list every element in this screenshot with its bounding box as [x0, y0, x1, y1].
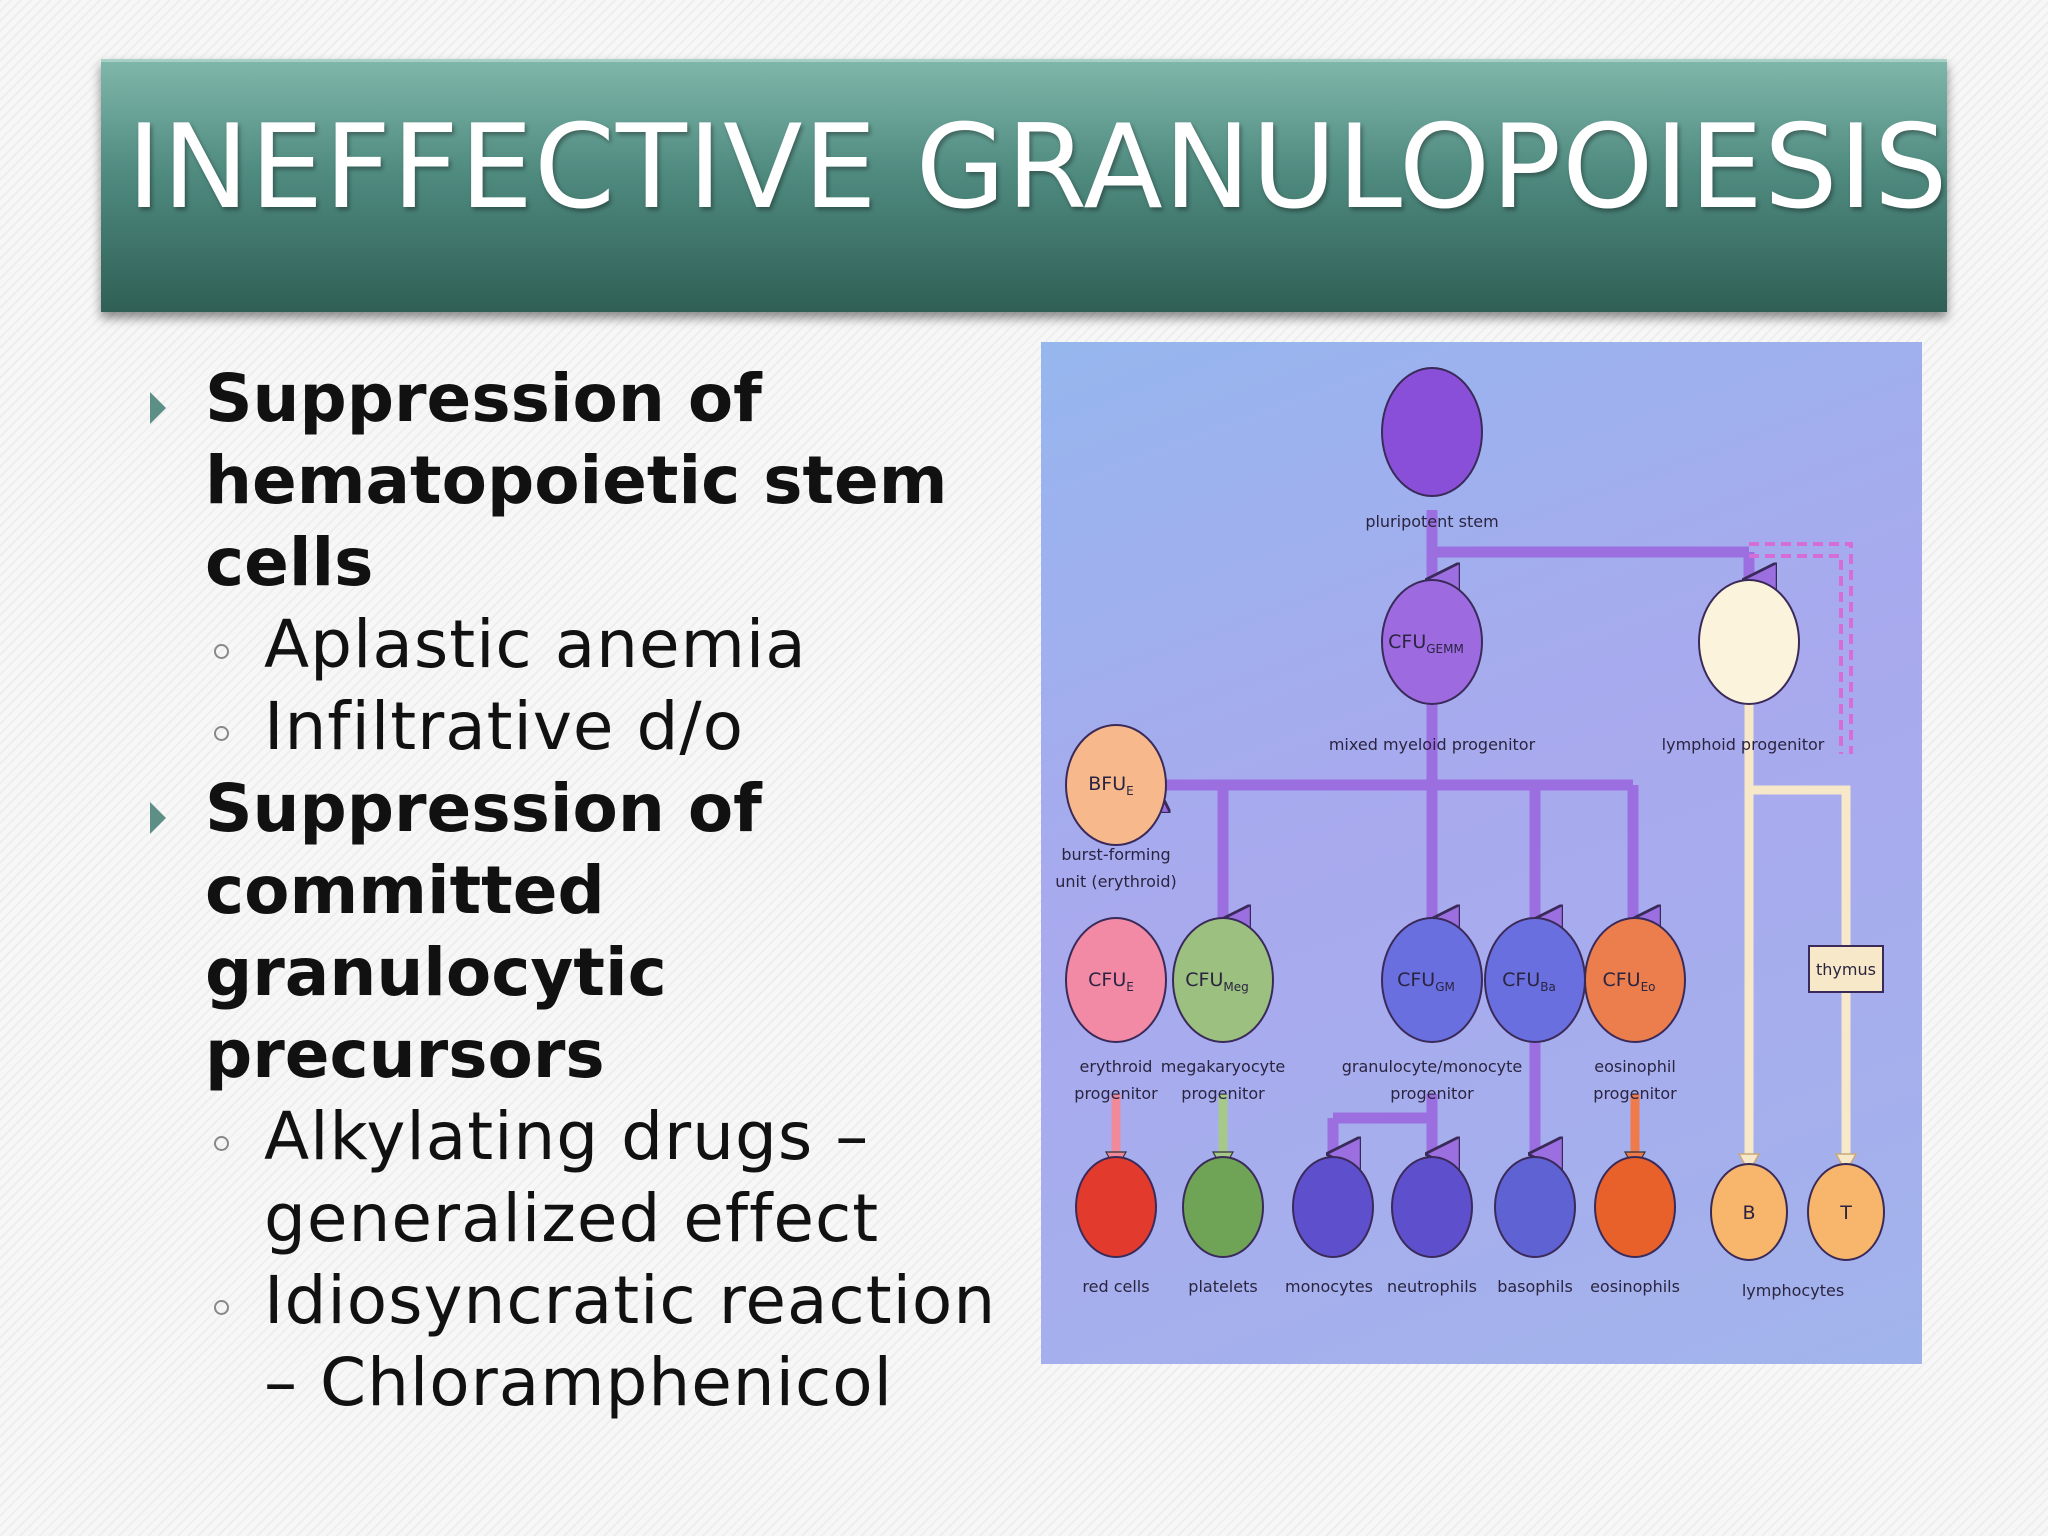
slide-title: INEFFECTIVE GRANULOPOIESIS: [127, 100, 1949, 235]
cfu-eo-caption: eosinophil: [1594, 1057, 1676, 1076]
cfu-meg-caption: progenitor: [1181, 1084, 1265, 1103]
neutrophil-cell: [1391, 1156, 1473, 1258]
cfu-e-cell: [1065, 917, 1167, 1043]
eosinophil-cell: [1594, 1156, 1676, 1258]
connector-lines: [1141, 510, 1749, 1154]
bullet-text: Suppression of hematopoietic stem cells: [205, 360, 948, 601]
cfu-gemm-caption: mixed myeloid progenitor: [1329, 735, 1536, 754]
bfu-e-caption: burst-forming: [1061, 845, 1170, 864]
basophils-caption: basophils: [1497, 1277, 1573, 1296]
sub-bullet-item: Alkylating drugs – generalized effect: [148, 1096, 1028, 1260]
pluripotent-stem-cell: [1381, 367, 1483, 497]
title-bar: INEFFECTIVE GRANULOPOIESIS: [101, 59, 1947, 312]
hematopoiesis-diagram: pluripotent stem CFUGEMM mixed myeloid p…: [1041, 342, 1922, 1364]
bullet-arrow-icon: [150, 802, 166, 834]
cfu-eo-cell: [1584, 917, 1686, 1043]
bfu-e-cell: [1065, 724, 1167, 846]
sub-bullet-text: Idiosyncratic reaction – Chloramphenicol: [264, 1262, 997, 1421]
sub-bullet-circle-icon: [214, 1300, 229, 1315]
cfu-e-label: CFUE: [1088, 969, 1134, 994]
platelet-cell: [1182, 1156, 1264, 1258]
lymphoid-caption: lymphoid progenitor: [1662, 735, 1825, 754]
neutrophils-caption: neutrophils: [1387, 1277, 1477, 1296]
sub-bullet-text: Aplastic anemia: [264, 606, 807, 683]
cfu-meg-cell: [1172, 917, 1274, 1043]
dashed-line: [1749, 554, 1843, 754]
sub-bullet-circle-icon: [214, 1136, 229, 1151]
sub-bullet-text: Alkylating drugs – generalized effect: [264, 1098, 880, 1257]
sub-bullet-text: Infiltrative d/o: [264, 688, 745, 765]
cfu-ba-label: CFUBa: [1502, 969, 1556, 994]
bullet-list: Suppression of hematopoietic stem cells …: [148, 358, 1028, 1424]
thymus-label: thymus: [1816, 960, 1876, 979]
dashed-connector: [1749, 542, 1853, 754]
monocyte-cell: [1292, 1156, 1374, 1258]
bfu-e-caption: unit (erythroid): [1055, 872, 1177, 891]
lymphoid-connectors: [1744, 684, 1851, 1157]
b-cell-label: B: [1742, 1202, 1755, 1224]
connector-line: [1749, 785, 1851, 946]
eosinophils-caption: eosinophils: [1590, 1277, 1680, 1296]
monocytes-caption: monocytes: [1285, 1277, 1373, 1296]
cfu-gemm-cell: [1381, 579, 1483, 705]
bullet-text: Suppression of committed granulocytic pr…: [205, 770, 762, 1093]
platelets-caption: platelets: [1188, 1277, 1257, 1296]
thymus-box: [1808, 945, 1884, 993]
lymphocytes-caption: lymphocytes: [1742, 1281, 1844, 1300]
b-lymphocyte-cell: [1710, 1163, 1788, 1261]
cfu-eo-label: CFUEo: [1602, 969, 1655, 994]
cfu-meg-label: CFUMeg: [1185, 969, 1248, 994]
cfu-gm-cell: [1381, 917, 1483, 1043]
cfu-eo-caption: progenitor: [1593, 1084, 1677, 1103]
lymphoid-progenitor-cell: [1698, 579, 1800, 705]
red-cells-caption: red cells: [1082, 1277, 1149, 1296]
pluripotent-caption: pluripotent stem: [1365, 512, 1498, 531]
cfu-gm-caption: progenitor: [1390, 1084, 1474, 1103]
bullet-item: Suppression of hematopoietic stem cells: [148, 358, 1028, 604]
cfu-gm-label: CFUGM: [1397, 969, 1455, 994]
cfu-gemm-label: CFUGEMM: [1388, 631, 1464, 656]
sub-bullet-item: Infiltrative d/o: [148, 686, 1028, 768]
sub-bullet-circle-icon: [214, 726, 229, 741]
red-cell: [1075, 1156, 1157, 1258]
cfu-e-caption: erythroid: [1080, 1057, 1153, 1076]
t-lymphocyte-cell: [1807, 1163, 1885, 1261]
t-cell-label: T: [1839, 1202, 1852, 1224]
bullet-arrow-icon: [150, 392, 166, 424]
dashed-line: [1749, 542, 1853, 754]
sub-bullet-item: Aplastic anemia: [148, 604, 1028, 686]
sub-bullet-item: Idiosyncratic reaction – Chloramphenicol: [148, 1260, 1028, 1424]
cfu-gm-caption: granulocyte/monocyte: [1342, 1057, 1523, 1076]
sub-bullet-circle-icon: [214, 644, 229, 659]
cfu-e-caption: progenitor: [1074, 1084, 1158, 1103]
basophil-cell: [1494, 1156, 1576, 1258]
bullet-item: Suppression of committed granulocytic pr…: [148, 768, 1028, 1096]
cfu-meg-caption: megakaryocyte: [1161, 1057, 1285, 1076]
bfu-e-label: BFUE: [1088, 773, 1133, 798]
